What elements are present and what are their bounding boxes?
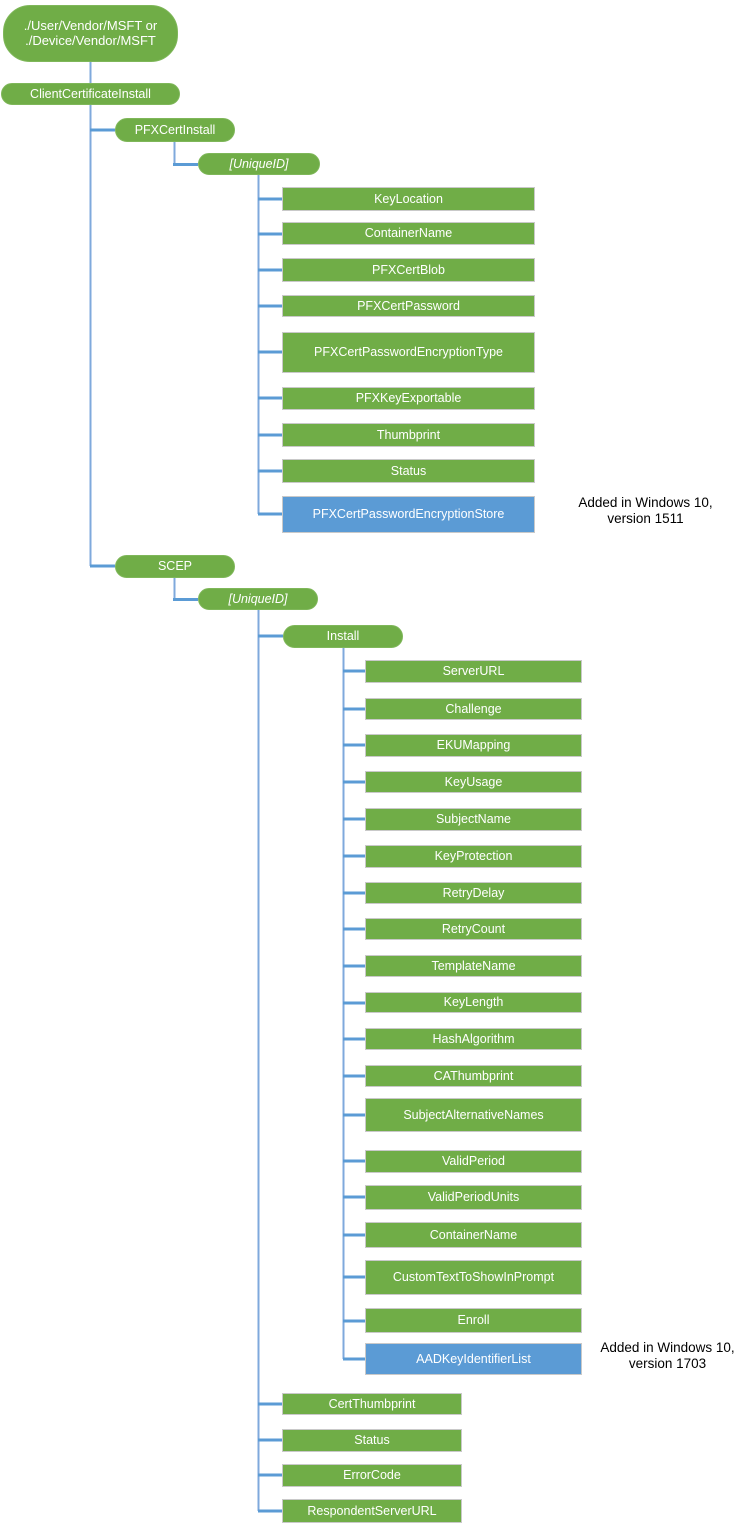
node-pfxcertinstall: PFXCertInstall [115, 118, 235, 142]
node-certthumbprint: CertThumbprint [282, 1393, 462, 1415]
node-retrydelay: RetryDelay [365, 882, 582, 904]
node-errorcode: ErrorCode [282, 1464, 462, 1487]
node-enroll: Enroll [365, 1308, 582, 1333]
node-pfxkeyexportable: PFXKeyExportable [282, 387, 535, 410]
node-templatename: TemplateName [365, 955, 582, 977]
node-clientcertificateinstall: ClientCertificateInstall [1, 83, 180, 105]
node-ekumapping: EKUMapping [365, 734, 582, 757]
node-aadkeyidentifierlist: AADKeyIdentifierList [365, 1343, 582, 1375]
node-thumbprint: Thumbprint [282, 423, 535, 447]
node-pfxcertpassword: PFXCertPassword [282, 295, 535, 317]
node-customtexttoshowinprompt: CustomTextToShowInPrompt [365, 1260, 582, 1295]
connector-stubs [90, 128, 365, 1513]
node-challenge: Challenge [365, 698, 582, 720]
node-respondentserverurl: RespondentServerURL [282, 1499, 462, 1523]
node-subjectname: SubjectName [365, 808, 582, 831]
node-install: Install [283, 625, 403, 648]
node-retrycount: RetryCount [365, 918, 582, 940]
node-keyusage: KeyUsage [365, 771, 582, 793]
node-subjectalternativenames: SubjectAlternativeNames [365, 1098, 582, 1132]
node-scep-uniqueid: [UniqueID] [198, 588, 318, 610]
node-cathumbprint: CAThumbprint [365, 1065, 582, 1087]
node-pfxcertblob: PFXCertBlob [282, 258, 535, 282]
node-hashalgorithm: HashAlgorithm [365, 1028, 582, 1050]
annotation-win10-1703: Added in Windows 10, version 1703 [600, 1340, 735, 1371]
node-serverurl: ServerURL [365, 660, 582, 683]
node-pfxcertpasswordencryptiontype: PFXCertPasswordEncryptionType [282, 332, 535, 373]
node-keylength: KeyLength [365, 992, 582, 1013]
node-containername-pfx: ContainerName [282, 222, 535, 245]
node-scep: SCEP [115, 555, 235, 578]
node-status-scep: Status [282, 1429, 462, 1452]
node-pfx-uniqueid: [UniqueID] [198, 153, 320, 175]
node-keylocation: KeyLocation [282, 187, 535, 211]
node-validperiodunits: ValidPeriodUnits [365, 1185, 582, 1210]
node-root-path: ./User/Vendor/MSFT or ./Device/Vendor/MS… [3, 5, 178, 62]
node-validperiod: ValidPeriod [365, 1150, 582, 1173]
node-pfxcertpasswordencryptionstore: PFXCertPasswordEncryptionStore [282, 496, 535, 533]
node-containername-scep: ContainerName [365, 1222, 582, 1248]
annotation-win10-1511: Added in Windows 10, version 1511 [578, 495, 713, 526]
node-status-pfx: Status [282, 459, 535, 483]
node-keyprotection: KeyProtection [365, 845, 582, 868]
